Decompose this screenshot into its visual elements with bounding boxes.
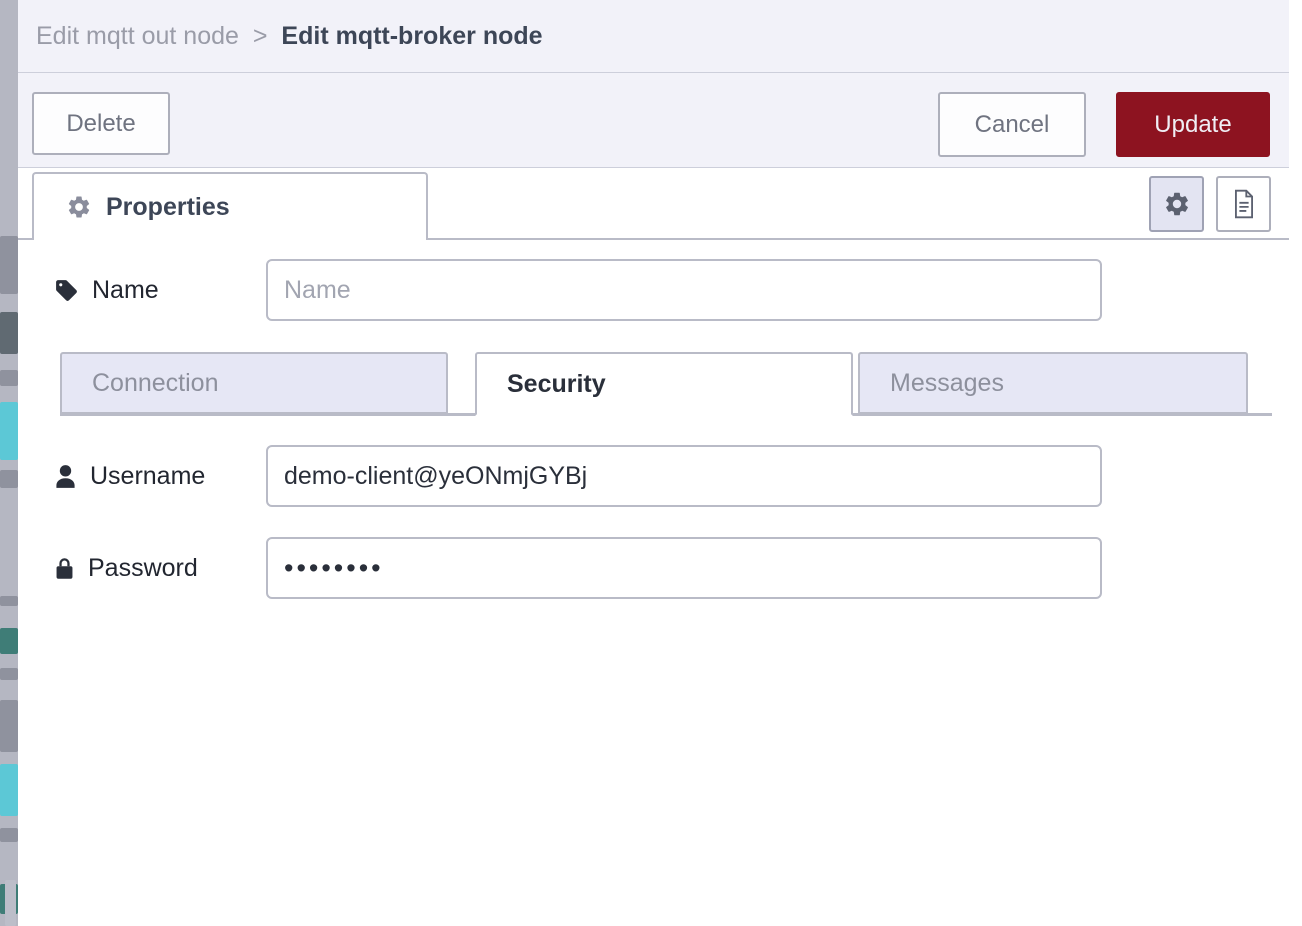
canvas-node-fragment — [0, 312, 18, 354]
canvas-node-fragment — [0, 700, 18, 752]
tab-connection[interactable]: Connection — [60, 352, 448, 414]
canvas-node-fragment — [0, 370, 18, 386]
form-row-name: Name Name — [54, 259, 1102, 321]
cancel-button[interactable]: Cancel — [938, 92, 1086, 157]
name-label-text: Name — [92, 275, 159, 304]
canvas-node-fragment — [0, 402, 18, 460]
username-label: Username — [54, 462, 266, 491]
dialog-header: Edit mqtt out node > Edit mqtt-broker no… — [18, 0, 1289, 73]
canvas-node-fragment — [0, 236, 18, 294]
name-input[interactable]: Name — [266, 259, 1102, 321]
form-row-username: Username demo-client@yeONmjGYBj — [54, 445, 1102, 507]
breadcrumb-current: Edit mqtt-broker node — [281, 21, 543, 50]
lock-icon — [54, 556, 75, 581]
settings-gear-icon-button[interactable] — [1149, 176, 1204, 232]
canvas-node-fragment — [0, 470, 18, 488]
tag-icon — [54, 278, 79, 303]
breadcrumb: Edit mqtt out node > Edit mqtt-broker no… — [18, 22, 543, 51]
description-document-icon-button[interactable] — [1216, 176, 1271, 232]
password-label: Password — [54, 554, 266, 583]
canvas-node-fragment — [0, 596, 18, 606]
breadcrumb-parent[interactable]: Edit mqtt out node — [36, 21, 239, 50]
tab-messages[interactable]: Messages — [858, 352, 1248, 414]
dialog-tabbar: Properties — [18, 168, 1289, 240]
canvas-node-fragment — [0, 764, 18, 816]
delete-button[interactable]: Delete — [32, 92, 170, 155]
edit-node-dialog: Edit mqtt out node > Edit mqtt-broker no… — [18, 0, 1289, 926]
description-document-icon — [1230, 189, 1258, 219]
update-button[interactable]: Update — [1116, 92, 1270, 157]
security-section-tabs: Connection Security Messages — [60, 352, 1272, 416]
tab-properties[interactable]: Properties — [32, 172, 428, 240]
flow-canvas-sliver — [0, 0, 18, 926]
tabbar-underline — [18, 238, 1289, 240]
canvas-node-fragment — [0, 828, 18, 842]
breadcrumb-separator: > — [252, 21, 268, 50]
tab-properties-label: Properties — [106, 192, 230, 221]
name-label: Name — [54, 276, 266, 305]
canvas-node-fragment — [0, 668, 18, 680]
username-label-text: Username — [90, 461, 206, 490]
dialog-form-body: Name Name Connection Security Messages — [18, 240, 1289, 926]
password-label-text: Password — [88, 553, 198, 582]
password-input[interactable]: •••••••• — [266, 537, 1102, 599]
gear-icon — [66, 194, 92, 220]
dialog-icon-buttons — [1149, 176, 1271, 232]
dialog-button-bar: Delete Cancel Update — [18, 73, 1289, 168]
tab-security[interactable]: Security — [475, 352, 853, 416]
form-row-password: Password •••••••• — [54, 537, 1102, 599]
canvas-scrollbar-thumb[interactable] — [5, 880, 16, 926]
gear-icon — [1163, 190, 1191, 218]
canvas-node-fragment — [0, 628, 18, 654]
user-icon — [54, 464, 77, 489]
username-input[interactable]: demo-client@yeONmjGYBj — [266, 445, 1102, 507]
